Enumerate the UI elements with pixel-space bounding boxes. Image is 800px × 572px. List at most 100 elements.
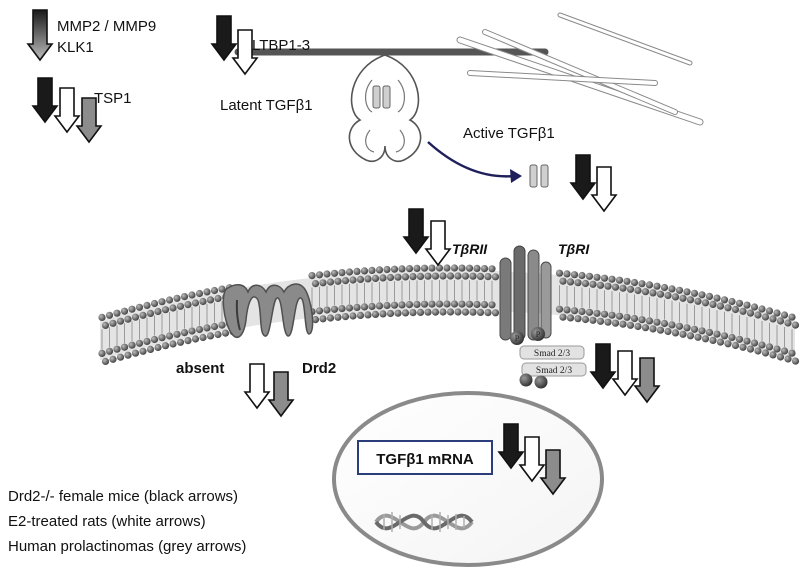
membrane-lipid-head [600, 274, 609, 282]
membrane-lipid-head [739, 307, 747, 315]
membrane-lipid-head [698, 327, 706, 335]
absent-label: absent [176, 360, 224, 377]
membrane-lipid-head [705, 328, 714, 336]
membrane-lipid-head [488, 265, 496, 273]
membrane-lipid-head [199, 333, 207, 342]
membrane-lipid-head [649, 289, 657, 297]
membrane-lipid-head [195, 289, 204, 298]
membrane-lipid-head [405, 265, 414, 273]
membrane-lipid-head [664, 327, 672, 336]
membrane-lipid-head [679, 330, 687, 338]
membrane-lipid-head [566, 278, 575, 286]
membrane-lipid-head [581, 279, 590, 288]
membrane-lipid-head [461, 272, 470, 280]
membrane-lipid-head [555, 305, 564, 313]
membrane-lipid-head [758, 305, 766, 313]
membrane-lipid-head [743, 337, 751, 345]
membrane-lipid-head [769, 351, 777, 359]
membrane-lipid-head [105, 347, 114, 355]
membrane-lipid-head [349, 312, 357, 320]
membrane-lipid-head [413, 264, 421, 272]
membrane-lipid-head [139, 311, 147, 319]
tsp1-black-arrow [31, 77, 59, 124]
membrane-lipid-head [675, 286, 684, 294]
membrane-lipid-head [150, 335, 159, 344]
membrane-lipid-head [413, 300, 421, 308]
membrane-lipid-head [435, 264, 444, 272]
membrane-lipid-head [356, 275, 365, 283]
membrane-lipid-head [184, 301, 192, 309]
membrane-lipid-head [626, 321, 635, 329]
membrane-lipid-head [113, 345, 121, 353]
membrane-lipid-head [765, 307, 774, 315]
smad23-proteins: Smad 2/3 Smad 2/3 [519, 345, 587, 389]
membrane-lipid-head [116, 317, 125, 325]
membrane-lipid-head [356, 311, 365, 319]
membrane-lipid-head [776, 353, 785, 361]
mrna-black-arrow [497, 423, 525, 470]
membrane-lipid-head [454, 308, 462, 316]
membrane-lipid-head [409, 273, 417, 281]
membrane-lipid-head [398, 301, 406, 309]
membrane-lipid-head [394, 309, 402, 317]
membrane-lipid-head [416, 272, 425, 280]
mrna-label: TGFβ1 mRNA [376, 451, 474, 468]
membrane-lipid-head [345, 304, 354, 312]
membrane-lipid-head [218, 321, 226, 329]
membrane-lipid-head [338, 305, 346, 313]
membrane-lipid-head [98, 313, 106, 321]
membrane-lipid-head [165, 296, 174, 304]
membrane-lipid-head [780, 347, 789, 355]
membrane-lipid-head [158, 298, 166, 306]
membrane-lipid-head [128, 305, 136, 313]
membrane-lipid-head [484, 309, 492, 317]
membrane-lipid-head [746, 345, 755, 353]
membrane-lipid-head [371, 310, 380, 318]
membrane-lipid-head [653, 318, 661, 326]
membrane-lipid-head [349, 276, 357, 284]
membrane-lipid-head [146, 345, 155, 353]
smad-top-label: Smad 2/3 [534, 349, 570, 359]
membrane-lipid-head [690, 325, 699, 333]
membrane-lipid-head [630, 314, 639, 323]
membrane-lipid-head [683, 288, 691, 296]
membrane-lipid-head [188, 291, 196, 299]
membrane-lipid-head [705, 292, 714, 300]
membrane-lipid-head [409, 309, 417, 317]
membrane-lipid-head [176, 338, 185, 346]
membrane-lipid-head [454, 272, 462, 280]
membrane-lipid-head [754, 347, 762, 355]
membrane-lipid-head [746, 309, 755, 317]
membrane-lipid-head [330, 269, 339, 277]
active-tgfb1-white-arrow [590, 166, 618, 213]
tgfb-receptor-complex: P P [499, 245, 552, 345]
membrane-lipid-head [428, 300, 436, 308]
membrane-lipid-head [210, 286, 219, 295]
membrane-lipid-head [218, 285, 226, 293]
membrane-lipid-head [461, 308, 470, 316]
membrane-lipid-head [776, 317, 785, 325]
membrane-lipid-head [473, 300, 481, 308]
membrane-lipid-head [364, 311, 372, 319]
membrane-lipid-head [405, 301, 414, 309]
membrane-lipid-head [668, 321, 676, 329]
membrane-lipid-head [124, 315, 132, 323]
membrane-lipid-head [465, 264, 474, 272]
membrane-lipid-head [135, 303, 144, 311]
membrane-lipid-head [559, 313, 567, 321]
membrane-lipid-head [450, 300, 459, 308]
membrane-lipid-head [791, 357, 800, 365]
membrane-lipid-head [326, 278, 335, 286]
membrane-lipid-head [634, 322, 642, 331]
membrane-lipid-head [386, 273, 395, 282]
membrane-lipid-head [443, 264, 451, 272]
latent-tgfb1-label: Latent TGFβ1 [220, 97, 313, 114]
membrane-lipid-head [604, 282, 612, 290]
membrane-lipid-head [169, 304, 177, 312]
membrane-lipid-head [450, 264, 459, 272]
activation-arrowhead [510, 169, 522, 183]
membrane-lipid-head [788, 313, 796, 321]
membrane-lipid-head [206, 332, 215, 340]
membrane-lipid-head [645, 281, 654, 289]
